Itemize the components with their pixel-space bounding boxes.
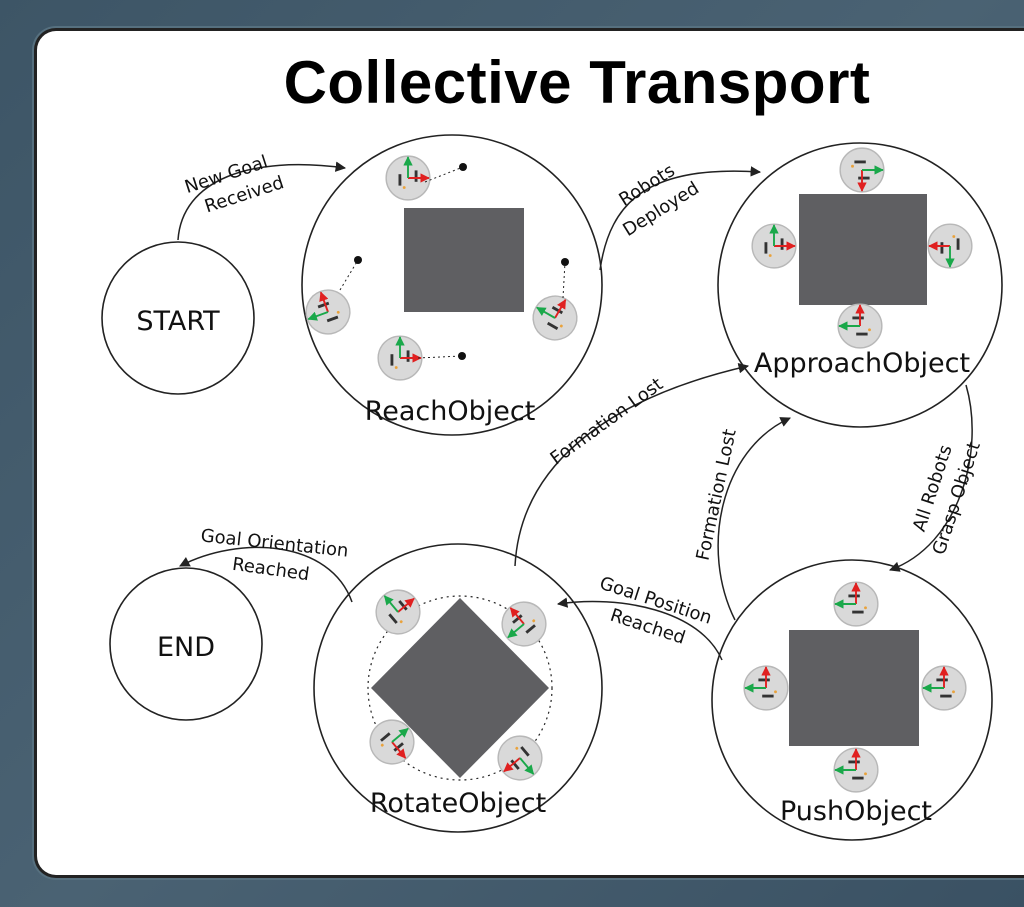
robot-icon [386, 156, 430, 200]
object-box-reach [404, 208, 524, 312]
edge-label-formation-lost-push: Formation Lost [692, 427, 740, 562]
state-label-end: END [157, 632, 215, 663]
state-label-reach: ReachObject [365, 396, 536, 427]
robot-icon [840, 148, 884, 192]
edge-formation-lost-push [717, 417, 791, 621]
robot-icon [834, 582, 878, 626]
diagram-title: Collective Transport [283, 49, 871, 116]
robot-icon [378, 336, 422, 380]
object-box-push [789, 630, 919, 746]
edge-goal-orientation [179, 546, 353, 603]
state-label-push: PushObject [780, 796, 932, 827]
robot-icon [744, 666, 788, 710]
edge-label-goal-orientation-2: Reached [231, 554, 311, 586]
state-end [109, 567, 263, 721]
edge-new-goal [177, 161, 347, 241]
edge-label-goal-orientation-1: Goal Orientation [200, 525, 350, 561]
robot-icon [752, 224, 796, 268]
rotation-path [367, 595, 553, 781]
target-dot [561, 258, 569, 266]
state-label-rotate: RotateObject [370, 788, 546, 819]
edge-robots-deployed [599, 166, 762, 271]
edge-label-formation-lost-rotate: Formation Lost [546, 374, 667, 470]
edge-all-robots-grasp [889, 384, 973, 572]
object-box-approach [799, 194, 927, 305]
edge-formation-lost-rotate [514, 363, 750, 567]
state-start [101, 241, 255, 395]
robot-icon [834, 748, 878, 792]
state-label-start: START [136, 306, 220, 337]
edge-goal-position [556, 597, 723, 661]
target-dot [458, 352, 466, 360]
robot-icon [922, 666, 966, 710]
target-dot [354, 256, 362, 264]
robot-icon [928, 224, 972, 268]
target-dot [459, 163, 467, 171]
robot-icon [838, 304, 882, 348]
object-box-rotate [371, 598, 549, 778]
state-label-approach: ApproachObject [754, 348, 970, 379]
